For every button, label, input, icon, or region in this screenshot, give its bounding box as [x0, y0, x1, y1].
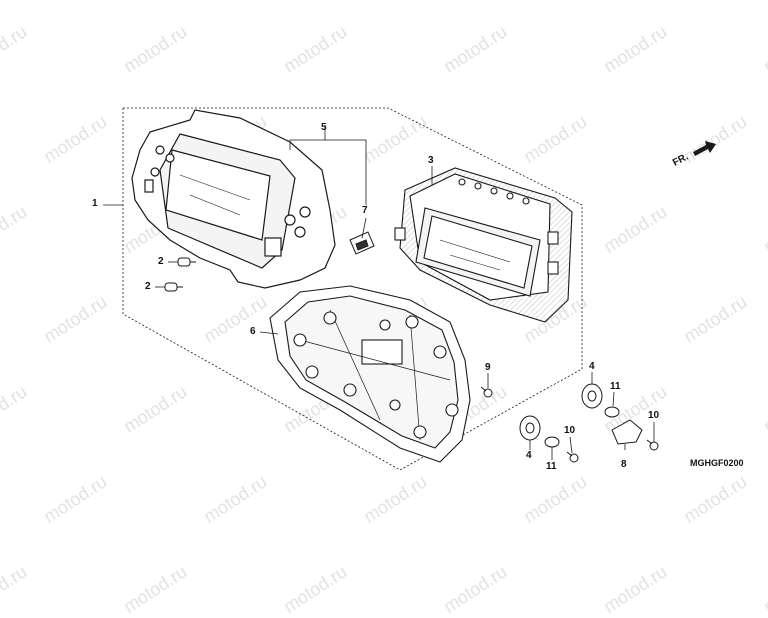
callout-11-lower: 11 — [546, 461, 557, 472]
callout-10-upper: 10 — [648, 410, 660, 421]
stay-8 — [611, 419, 643, 445]
callout-6: 6 — [250, 326, 256, 337]
diagram-drawing — [103, 107, 716, 471]
callout-8: 8 — [621, 459, 627, 470]
callout-9: 9 — [485, 362, 491, 373]
instrument-cover — [131, 109, 336, 289]
screw-10-lower — [566, 451, 579, 463]
grommet-4-lower — [519, 415, 541, 441]
front-arrow-icon — [693, 141, 716, 156]
callout-3: 3 — [428, 155, 434, 166]
callout-10-lower: 10 — [564, 425, 576, 436]
diagram-code: MGHGF0200 — [690, 458, 744, 468]
callout-2-upper: 2 — [158, 256, 164, 267]
meter-assembly — [394, 167, 573, 323]
callout-7: 7 — [362, 205, 368, 216]
callout-4-lower: 4 — [526, 450, 532, 461]
callout-5: 5 — [321, 122, 327, 133]
meter-label-part — [349, 231, 375, 255]
grommet-4-upper — [581, 383, 603, 409]
meter-case — [269, 285, 471, 463]
screw-9 — [480, 386, 493, 398]
leader-lines — [103, 125, 655, 460]
bulb-upper — [177, 257, 196, 267]
callout-1: 1 — [92, 198, 98, 209]
collar-11-lower — [544, 436, 560, 448]
collar-11-upper — [604, 406, 620, 418]
screw-10-upper — [646, 439, 659, 451]
assembly-boundary — [122, 107, 583, 471]
callout-4-upper: 4 — [589, 361, 595, 372]
callout-2-lower: 2 — [145, 281, 151, 292]
callout-11-upper: 11 — [610, 381, 621, 392]
bulb-lower — [164, 282, 183, 292]
